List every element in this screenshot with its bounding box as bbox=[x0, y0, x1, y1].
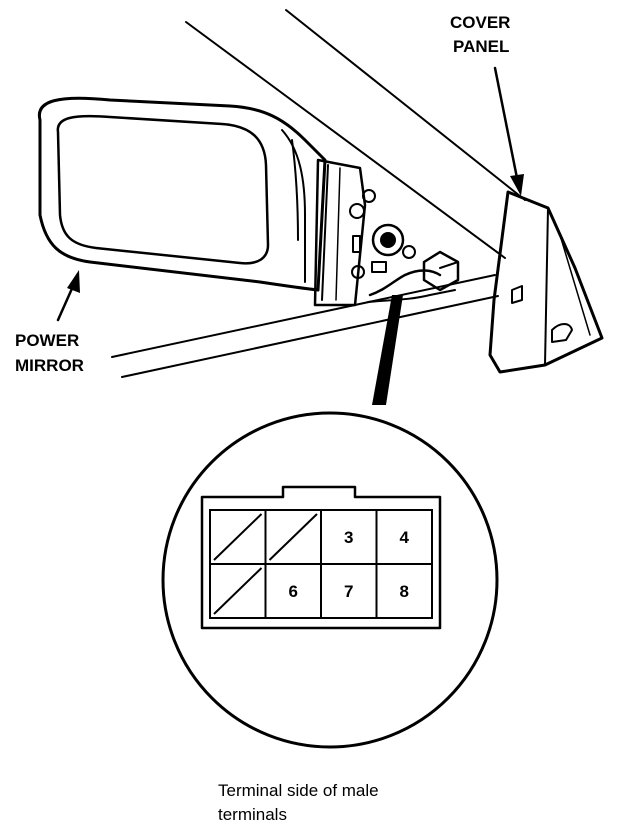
cover-panel-label-line1: COVER bbox=[450, 13, 510, 32]
terminal-number: 7 bbox=[344, 582, 353, 601]
terminal-number: 6 bbox=[289, 582, 298, 601]
zoom-leader bbox=[372, 295, 403, 405]
terminal-cavity-8: 8 bbox=[375, 563, 433, 619]
power-mirror-label-line2: MIRROR bbox=[15, 356, 84, 375]
cover-panel-arrow bbox=[493, 66, 524, 196]
terminal-number: 8 bbox=[400, 582, 409, 601]
caption-line1: Terminal side of male bbox=[218, 781, 379, 800]
cover-panel bbox=[488, 190, 604, 374]
connector-zoom: 3 4 6 7 8 bbox=[161, 411, 499, 749]
terminal-number: 4 bbox=[400, 528, 410, 547]
power-mirror-arrowhead bbox=[67, 270, 80, 293]
zoom-circle bbox=[161, 411, 499, 749]
blank-cavity-slash bbox=[213, 513, 263, 561]
terminal-number: 3 bbox=[344, 528, 353, 547]
power-mirror-label-line1: POWER bbox=[15, 331, 79, 350]
blank-cavity-slash bbox=[268, 513, 318, 561]
cover-panel-arrowhead bbox=[510, 174, 524, 196]
power-mirror-arrow bbox=[56, 270, 80, 322]
blank-cavity-slash bbox=[213, 567, 263, 615]
connector-body bbox=[200, 485, 442, 630]
cover-panel-label-line2: PANEL bbox=[453, 37, 509, 56]
power-mirror bbox=[37, 96, 460, 307]
terminal-grid: 3 4 6 7 8 bbox=[209, 509, 433, 619]
caption-line2: terminals bbox=[218, 805, 287, 824]
door-frame bbox=[111, 9, 526, 378]
